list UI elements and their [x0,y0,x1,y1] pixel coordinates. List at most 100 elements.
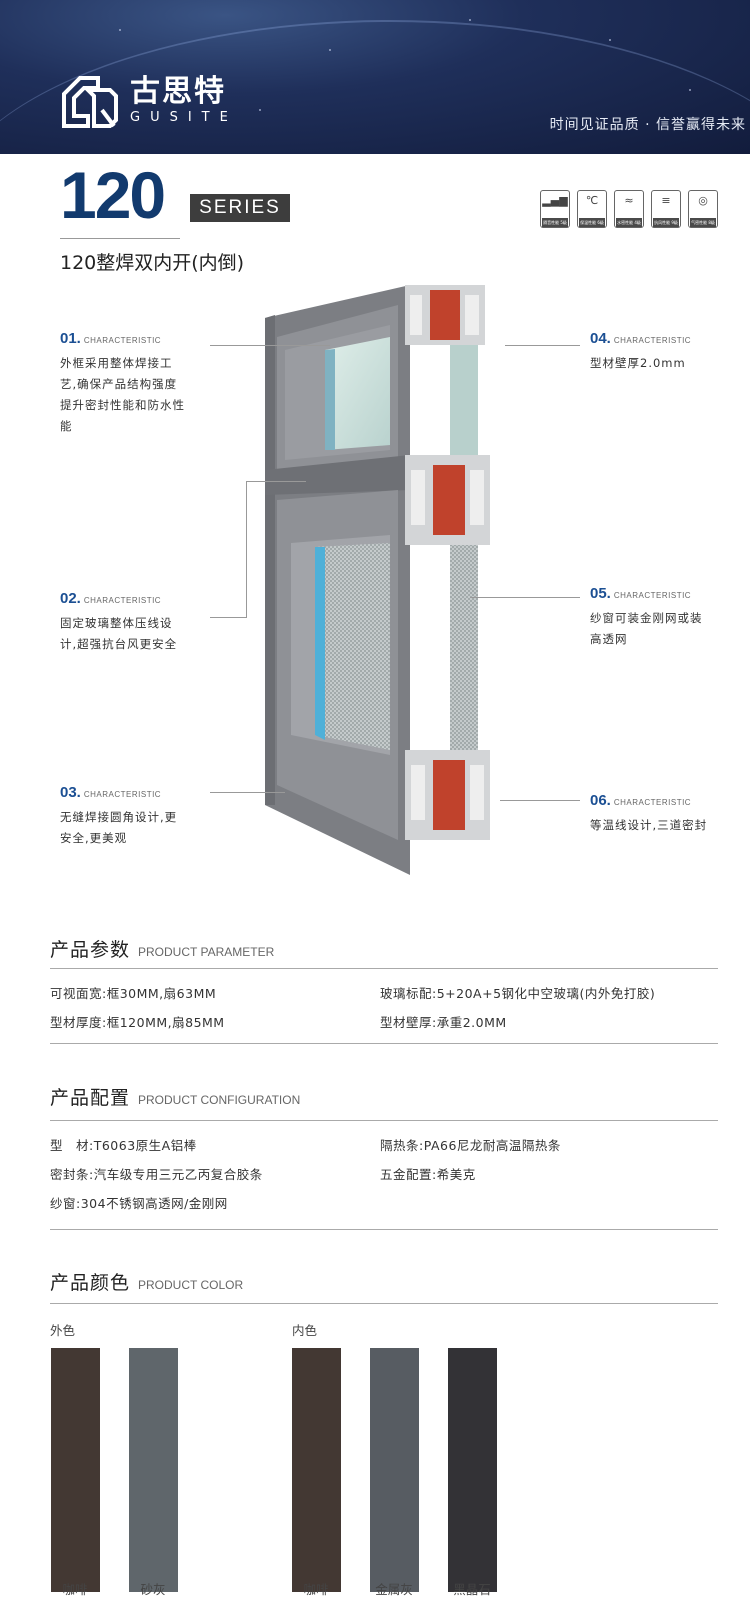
badge-label: 抗风性能 9级 [653,218,679,227]
param-item: 可视面宽:框30MM,扇63MM [50,986,217,1001]
char-number: 04. [590,330,611,347]
desc-line: 艺,确保产品结构强度 [60,377,178,391]
char-description: 型材壁厚2.0mm [590,353,691,374]
badge: ℃ 保温性能 6级 [577,190,607,228]
slogan: 时间见证品质 · 信誉赢得未来 [549,117,746,133]
leader-line [246,481,306,482]
brand-logo: 古思特 GUSITE [58,70,238,132]
section-title-en: PRODUCT CONFIGURATION [138,1093,301,1107]
badge: ◎ 气密性能 8级 [688,190,718,228]
series-number: 120 [60,158,166,232]
characteristic-04: 04. CHARACTERISTIC 型材壁厚2.0mm [590,330,691,374]
color-name: 咖啡 [62,1582,88,1597]
characteristic-01: 01. CHARACTERISTIC 外框采用整体焊接工 艺,确保产品结构强度 … [60,330,185,437]
divider [50,968,718,969]
desc-line: 提升密封性能和防水性 [60,398,185,412]
divider [50,1043,718,1044]
char-label: CHARACTERISTIC [83,596,162,605]
outer-color-label: 外色 [50,1323,76,1338]
char-label: CHARACTERISTIC [83,336,162,345]
desc-line: 高透网 [590,632,628,646]
thermometer-icon: ℃ [585,194,599,207]
logo-mark-icon [62,76,118,128]
badge-label: 气密性能 8级 [690,218,716,227]
leader-line [210,345,330,346]
char-description: 纱窗可装金刚网或装 高透网 [590,608,703,650]
inner-color-label: 内色 [292,1323,318,1338]
brand-name-en: GUSITE [130,110,238,125]
char-label: CHARACTERISTIC [613,591,692,600]
char-label: CHARACTERISTIC [83,790,162,799]
color-name: 金属灰 [375,1582,413,1597]
characteristic-05: 05. CHARACTERISTIC 纱窗可装金刚网或装 高透网 [590,585,703,650]
color-swatch-outer-sand-grey [129,1348,178,1592]
badge-label: 水密性能 4级 [616,218,642,227]
section-title-en: PRODUCT PARAMETER [138,945,275,959]
badge: ▂▄▆ 隔音性能 5级 [540,190,570,228]
divider [50,1303,718,1304]
earth-horizon [0,20,750,154]
wind-icon: ≡ [661,194,671,207]
leader-line [246,481,247,618]
signal-bars-icon: ▂▄▆ [542,194,568,207]
char-number: 05. [590,585,611,602]
badge-label: 隔音性能 5级 [542,218,568,227]
color-swatch-outer-coffee [51,1348,100,1592]
performance-badges: ▂▄▆ 隔音性能 5级 ℃ 保温性能 6级 ≈ 水密性能 4级 ≡ 抗风性能 9… [540,190,718,228]
desc-line: 安全,更美观 [60,831,128,845]
section-title-cn: 产品参数 [50,939,131,961]
leader-line [470,597,580,598]
series-tag: SERIES [190,194,290,222]
divider [50,1229,718,1230]
char-number: 01. [60,330,81,347]
param-item: 玻璃标配:5+20A+5钢化中空玻璃(内外免打胶) [380,986,656,1001]
desc-line: 纱窗可装金刚网或装 [590,611,703,625]
leader-line [210,792,285,793]
divider [50,1120,718,1121]
color-name: 砂灰 [140,1582,166,1597]
characteristic-06: 06. CHARACTERISTIC 等温线设计,三道密封 [590,792,707,836]
characteristic-02: 02. CHARACTERISTIC 固定玻璃整体压线设 计,超强抗台风更安全 [60,590,177,655]
config-item: 隔热条:PA66尼龙耐高温隔热条 [380,1138,561,1153]
config-item: 密封条:汽车级专用三元乙丙复合胶条 [50,1167,263,1182]
brand-name-cn: 古思特 [130,74,226,109]
characteristic-03: 03. CHARACTERISTIC 无缝焊接圆角设计,更 安全,更美观 [60,784,177,849]
char-number: 02. [60,590,81,607]
desc-line: 固定玻璃整体压线设 [60,616,173,630]
section-title-color: 产品颜色 PRODUCT COLOR [50,1268,243,1295]
desc-line: 型材壁厚2.0mm [590,356,686,370]
section-title-cn: 产品颜色 [50,1272,131,1294]
desc-line: 等温线设计,三道密封 [590,818,708,832]
color-swatch-inner-black-crystal [448,1348,497,1592]
badge-label: 保温性能 6级 [579,218,605,227]
param-item: 型材壁厚:承重2.0MM [380,1015,507,1030]
desc-line: 能 [60,419,73,433]
section-title-en: PRODUCT COLOR [138,1278,244,1292]
desc-line: 计,超强抗台风更安全 [60,637,178,651]
config-item: 五金配置:希美克 [380,1167,476,1182]
color-name: 黑晶石 [453,1582,491,1597]
leader-line [505,345,580,346]
water-icon: ≈ [624,194,634,207]
config-item: 型 材:T6063原生A铝棒 [50,1138,197,1153]
color-swatch-inner-metal-grey [370,1348,419,1592]
color-name: 咖啡 [303,1582,329,1597]
airtight-icon: ◎ [698,194,708,207]
config-item: 纱窗:304不锈钢高透网/金刚网 [50,1196,228,1211]
window-profile-illustration [265,285,490,875]
char-number: 03. [60,784,81,801]
param-item: 型材厚度:框120MM,扇85MM [50,1015,225,1030]
section-title-configuration: 产品配置 PRODUCT CONFIGURATION [50,1083,300,1110]
leader-line [210,617,246,618]
section-title-parameter: 产品参数 PRODUCT PARAMETER [50,935,274,962]
product-name: 120整焊双内开(内倒) [60,252,245,274]
badge: ≈ 水密性能 4级 [614,190,644,228]
char-number: 06. [590,792,611,809]
section-title-cn: 产品配置 [50,1087,131,1109]
badge: ≡ 抗风性能 9级 [651,190,681,228]
char-label: CHARACTERISTIC [613,798,692,807]
char-description: 外框采用整体焊接工 艺,确保产品结构强度 提升密封性能和防水性 能 [60,353,185,437]
desc-line: 外框采用整体焊接工 [60,356,173,370]
divider [60,238,180,239]
char-description: 无缝焊接圆角设计,更 安全,更美观 [60,807,177,849]
